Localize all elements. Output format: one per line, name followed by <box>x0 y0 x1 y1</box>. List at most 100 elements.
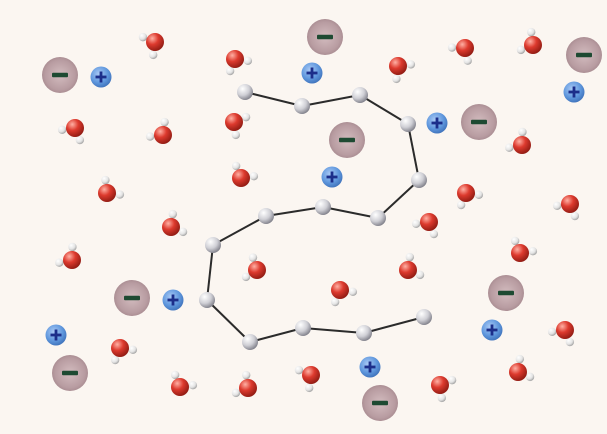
hydrogen-atom <box>392 74 401 84</box>
hydrogen-atom <box>168 209 178 219</box>
oxygen-atom <box>302 366 320 384</box>
plus-icon <box>330 171 334 183</box>
cations <box>45 62 585 378</box>
water-molecule <box>57 119 85 145</box>
oxygen-atom <box>171 378 189 396</box>
oxygen-atom <box>431 376 449 394</box>
chain-bond <box>407 123 420 181</box>
water-molecule <box>552 195 580 221</box>
plus-icon <box>54 329 58 341</box>
hydrogen-atom <box>231 161 241 171</box>
chain-atom <box>258 208 274 224</box>
chain-bond <box>377 179 420 219</box>
hydrogen-atom <box>101 175 110 185</box>
chain-bond <box>363 316 425 334</box>
hydrogen-atom <box>160 117 169 127</box>
anion <box>307 19 343 55</box>
hydrogen-atom <box>241 370 251 380</box>
water-molecule <box>447 39 474 65</box>
oxygen-atom <box>389 57 407 75</box>
minus-icon <box>498 290 514 296</box>
hydrogen-atom <box>68 242 77 252</box>
plus-icon <box>171 294 175 306</box>
hydrogen-atom <box>415 270 425 280</box>
hydrogen-atom <box>447 375 457 385</box>
water-molecule <box>516 27 542 55</box>
minus-icon <box>52 72 68 78</box>
hydrogen-atom <box>110 355 120 365</box>
water-molecule <box>231 161 259 187</box>
hydrogen-atom <box>75 135 85 145</box>
water-molecule <box>510 236 538 262</box>
chain-bond <box>206 244 214 301</box>
water-molecules <box>55 27 580 403</box>
oxygen-atom <box>511 244 529 262</box>
cation <box>321 166 343 188</box>
hydrogen-atom <box>178 227 188 237</box>
hydrogen-atom <box>170 370 180 380</box>
chain-atom <box>356 325 372 341</box>
hydrogen-atom <box>231 130 241 140</box>
chain-atom <box>411 172 427 188</box>
oxygen-atom <box>456 39 474 57</box>
hydrogen-atom <box>249 171 259 181</box>
hydrogen-atom <box>188 380 198 390</box>
oxygen-atom <box>524 36 542 54</box>
hydrogen-atom <box>447 43 457 52</box>
plus-icon <box>368 361 372 373</box>
oxygen-atom <box>331 281 349 299</box>
minus-icon <box>62 370 78 376</box>
oxygen-atom <box>232 169 250 187</box>
oxygen-atom <box>162 218 180 236</box>
hydrogen-atom <box>225 66 235 76</box>
anion <box>114 280 150 316</box>
hydrogen-atom <box>463 56 472 65</box>
chain-atom <box>315 199 331 215</box>
chain-atom <box>205 237 221 253</box>
minus-icon <box>372 400 388 406</box>
hydrogen-atom <box>516 45 526 55</box>
hydrogen-atom <box>148 50 158 60</box>
chain-bond <box>212 215 267 246</box>
hydrogen-atom <box>248 253 258 262</box>
hydrogen-atom <box>525 372 535 382</box>
oxygen-atom <box>146 33 164 51</box>
water-molecule <box>399 252 425 280</box>
hydrogen-atom <box>330 297 340 307</box>
water-molecule <box>547 321 575 347</box>
plus-icon <box>572 86 576 98</box>
hydrogen-atom <box>231 388 241 398</box>
water-molecule <box>162 209 188 237</box>
hydrogen-atom <box>294 365 304 375</box>
anion <box>329 122 365 158</box>
water-molecule <box>170 370 198 396</box>
hydrogen-atom <box>241 112 251 122</box>
water-molecule <box>241 253 266 282</box>
water-molecule <box>456 184 484 210</box>
chain-atom <box>352 87 368 103</box>
anion <box>488 275 524 311</box>
hydrogen-atom <box>510 236 520 246</box>
oxygen-atom <box>225 113 243 131</box>
oxygen-atom <box>98 184 116 202</box>
chain-bond <box>249 327 304 343</box>
cation <box>481 319 503 341</box>
hydrogen-atom <box>57 125 67 135</box>
chain-atom <box>295 320 311 336</box>
chain-bond <box>322 206 379 219</box>
anion <box>461 104 497 140</box>
oxygen-atom <box>111 339 129 357</box>
water-molecule <box>330 281 358 307</box>
hydrogen-atom <box>456 200 466 210</box>
chain-bond <box>359 94 409 125</box>
minus-icon <box>124 295 140 301</box>
oxygen-atom <box>556 321 574 339</box>
hydrogen-atom <box>348 287 358 297</box>
plus-icon <box>310 67 314 79</box>
water-molecule <box>98 175 125 202</box>
chain-atom <box>400 116 416 132</box>
water-molecule <box>294 365 320 393</box>
hydrogen-atom <box>526 27 536 37</box>
hydrogen-atom <box>437 393 447 403</box>
